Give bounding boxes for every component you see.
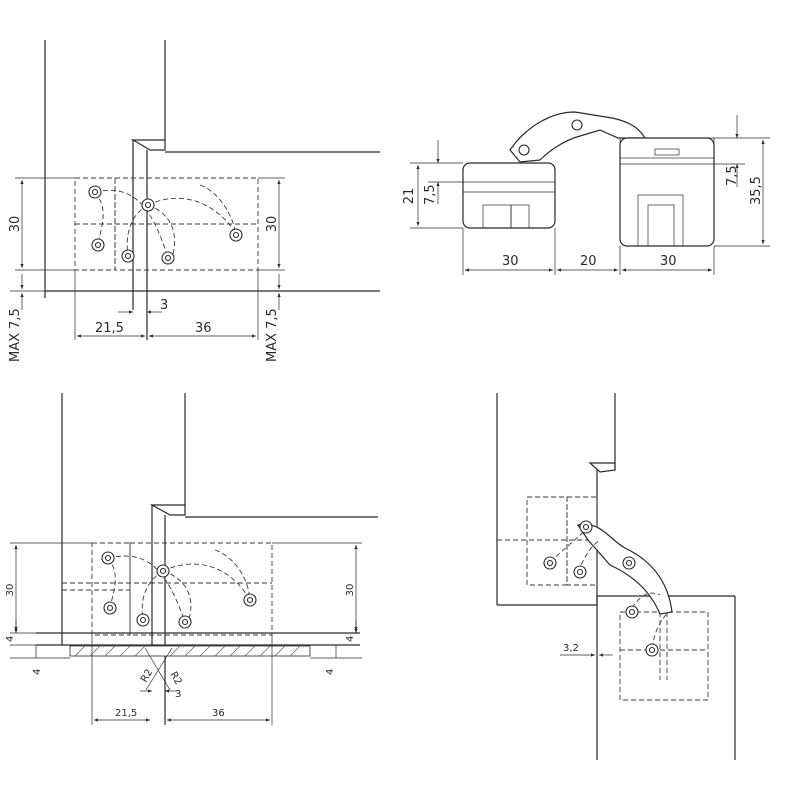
- bottom-right-view: 3,2: [496, 393, 736, 760]
- dim-4-right-top: 4: [345, 636, 356, 642]
- hatched-band: [69, 645, 311, 657]
- dim-30-left: 30: [502, 254, 519, 269]
- dim-max-left: MAX 7,5: [8, 308, 23, 362]
- dim-30-right: 30: [660, 254, 677, 269]
- dim-left: 21,5: [95, 321, 124, 336]
- dim-3-2: 3,2: [563, 643, 579, 654]
- dim-4-left-bottom: 4: [32, 669, 43, 675]
- dim-4-right-bottom: 4: [325, 669, 336, 675]
- dim-21: 21: [402, 188, 417, 205]
- dim-7-5-left: 7,5: [423, 184, 438, 205]
- dim-35-5: 35,5: [749, 176, 764, 205]
- dim-height-right: 30: [265, 216, 280, 233]
- dim-radius-right: R2: [167, 670, 183, 687]
- dim-radius-left: R2: [139, 667, 155, 684]
- dim-4-left-top: 4: [5, 636, 16, 642]
- dim-height-left: 30: [5, 584, 16, 597]
- dim-height-right: 30: [345, 584, 356, 597]
- dim-gap: 3: [175, 689, 181, 700]
- top-left-view: 30 30 3 21,5 36 MAX 7,5 MAX 7,5: [8, 40, 380, 362]
- dim-height-left: 30: [8, 216, 23, 233]
- dim-max-right: MAX 7,5: [265, 308, 280, 362]
- top-right-view: 21 7,5 7,5 35,5 30 20 30: [402, 111, 770, 275]
- dim-20: 20: [580, 254, 597, 269]
- dim-7-5-right: 7,5: [725, 165, 740, 186]
- dim-left: 21,5: [115, 708, 137, 719]
- bottom-left-view: 30 30 4 4 4 4 R2 R2 3 21,5 36: [5, 393, 378, 725]
- dim-gap: 3: [160, 298, 168, 313]
- dim-right: 36: [195, 321, 212, 336]
- dim-right: 36: [212, 708, 225, 719]
